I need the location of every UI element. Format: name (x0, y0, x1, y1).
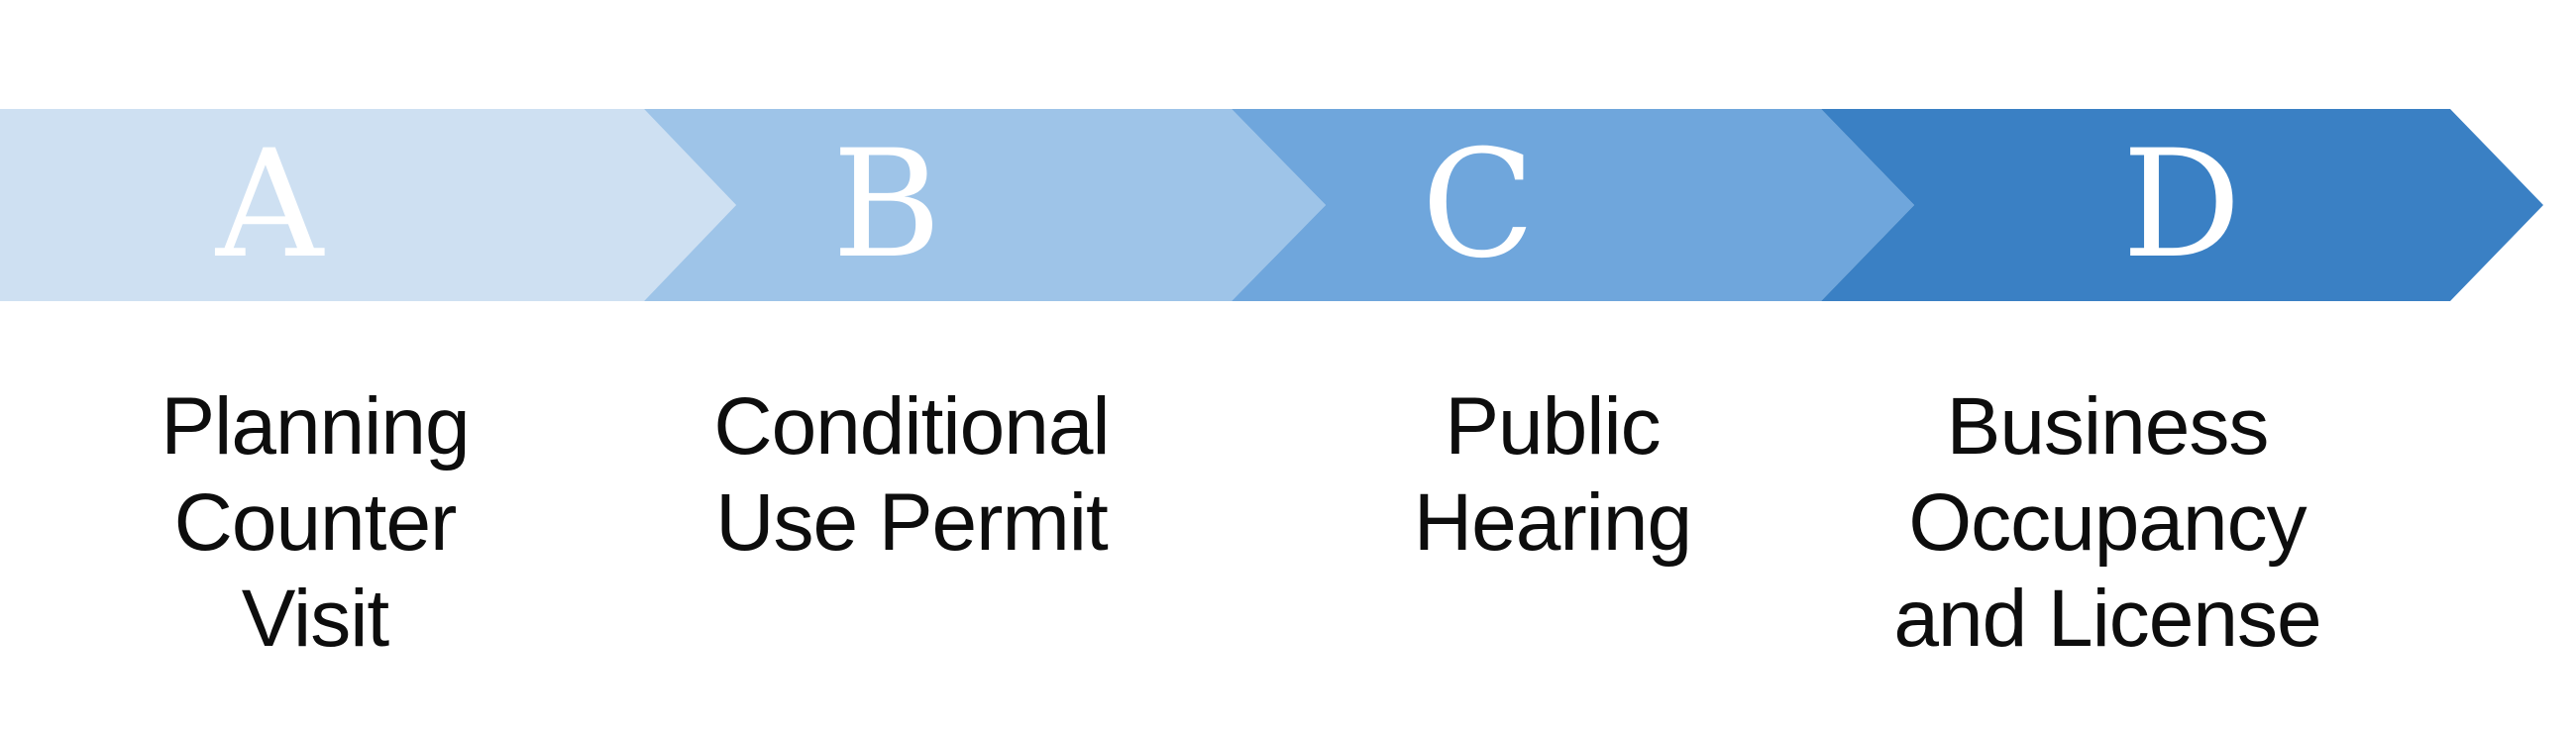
stage-label-business-occupancy-and-license: Business Occupancy and License (1893, 381, 2321, 664)
stage-arrow-a (0, 109, 736, 301)
stage-arrow-b (644, 109, 1326, 301)
stage-arrow-c (1232, 109, 1914, 301)
stage-label-public-hearing: Public Hearing (1413, 381, 1692, 568)
stage-label-planning-counter-visit: Planning Counter Visit (161, 381, 470, 664)
stage-label-conditional-use-permit: Conditional Use Permit (713, 381, 1110, 568)
chevron-band (0, 109, 2543, 301)
stage-arrow-d (1821, 109, 2543, 301)
